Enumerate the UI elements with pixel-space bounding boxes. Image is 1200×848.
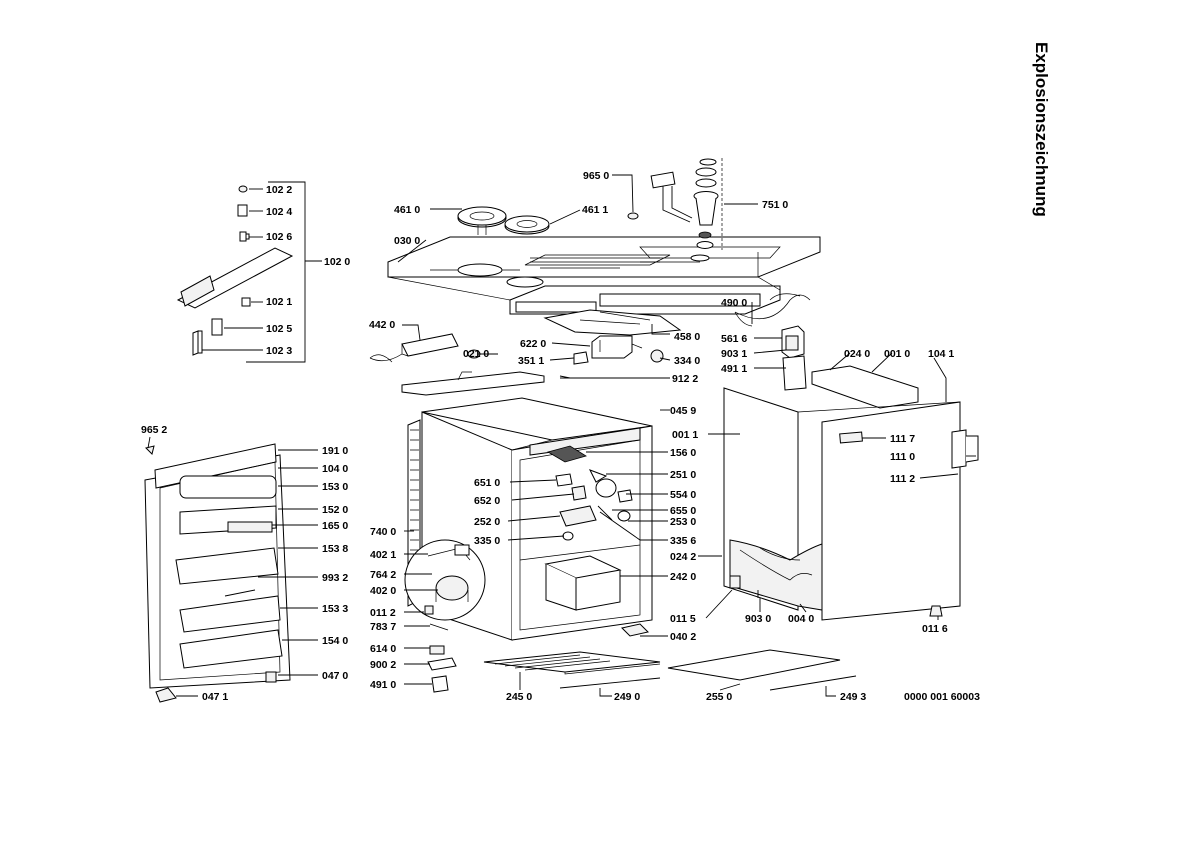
callout-label-965-0: 965 0 bbox=[583, 170, 609, 182]
callout-label-651-0: 651 0 bbox=[474, 477, 500, 489]
callout-label-491-1: 491 1 bbox=[721, 363, 747, 375]
callout-label-004-0: 004 0 bbox=[788, 613, 814, 625]
callout-label-490-0: 490 0 bbox=[721, 297, 747, 309]
callout-label-442-0: 442 0 bbox=[369, 319, 395, 331]
door-accessory-parts bbox=[176, 185, 294, 356]
callout-label-334-0: 334 0 bbox=[674, 355, 700, 367]
callout-label-102-6: 102 6 bbox=[266, 231, 292, 243]
callout-label-252-0: 252 0 bbox=[474, 516, 500, 528]
callout-label-335-6: 335 6 bbox=[670, 535, 696, 547]
callout-label-045-9: 045 9 bbox=[670, 405, 696, 417]
callout-label-153-8: 153 8 bbox=[322, 543, 348, 555]
callout-label-011-6: 011 6 bbox=[922, 623, 948, 635]
callout-label-491-0: 491 0 bbox=[370, 679, 396, 691]
callout-label-102-0: 102 0 bbox=[324, 256, 350, 268]
callout-label-554-0: 554 0 bbox=[670, 489, 696, 501]
callout-label-102-5: 102 5 bbox=[266, 323, 292, 335]
leader-lines bbox=[147, 174, 976, 697]
callout-label-156-0: 156 0 bbox=[670, 447, 696, 459]
callout-label-461-1: 461 1 bbox=[582, 204, 608, 216]
callout-label-249-3: 249 3 bbox=[840, 691, 866, 703]
callout-label-740-0: 740 0 bbox=[370, 526, 396, 538]
callout-label-152-0: 152 0 bbox=[322, 504, 348, 516]
power-cord bbox=[734, 293, 811, 359]
callout-label-102-3: 102 3 bbox=[266, 345, 292, 357]
callout-label-249-0: 249 0 bbox=[614, 691, 640, 703]
callout-label-104-1: 104 1 bbox=[928, 348, 954, 360]
drawing-number: 0000 001 60003 bbox=[904, 691, 980, 703]
callout-label-111-7: 111 7 bbox=[890, 433, 915, 445]
cabinet-housing bbox=[723, 365, 979, 621]
callout-label-965-2: 965 2 bbox=[141, 424, 167, 436]
compressor-detail bbox=[404, 539, 486, 621]
callout-label-458-0: 458 0 bbox=[674, 331, 700, 343]
callout-label-040-2: 040 2 bbox=[670, 631, 696, 643]
callout-label-047-0: 047 0 bbox=[322, 670, 348, 682]
callout-label-335-0: 335 0 bbox=[474, 535, 500, 547]
callout-label-764-2: 764 2 bbox=[370, 569, 396, 581]
small-parts-bottom bbox=[424, 605, 649, 693]
callout-label-903-0: 903 0 bbox=[745, 613, 771, 625]
interior-parts bbox=[544, 445, 633, 611]
callout-label-652-0: 652 0 bbox=[474, 495, 500, 507]
callout-label-153-0: 153 0 bbox=[322, 481, 348, 493]
callout-label-245-0: 245 0 bbox=[506, 691, 532, 703]
hotplates bbox=[457, 206, 550, 235]
thermostat bbox=[573, 335, 664, 365]
callout-label-402-0: 402 0 bbox=[370, 585, 396, 597]
callout-label-622-0: 622 0 bbox=[520, 338, 546, 350]
callout-label-655-0: 655 0 bbox=[670, 505, 696, 517]
cooktop-worktop bbox=[387, 236, 821, 315]
callout-label-255-0: 255 0 bbox=[706, 691, 732, 703]
callout-label-024-0: 024 0 bbox=[844, 348, 870, 360]
light-fixture bbox=[369, 333, 459, 363]
callout-label-561-6: 561 6 bbox=[721, 333, 747, 345]
callout-label-001-1: 001 1 bbox=[672, 429, 698, 441]
callout-label-165-0: 165 0 bbox=[322, 520, 348, 532]
callout-label-993-2: 993 2 bbox=[322, 572, 348, 584]
diagram-title: Explosionszeichnung bbox=[1032, 42, 1051, 217]
bracket-491-1 bbox=[782, 355, 807, 391]
callout-label-111-2: 111 2 bbox=[890, 473, 915, 485]
drain-assembly bbox=[650, 158, 723, 250]
callout-label-242-0: 242 0 bbox=[670, 571, 696, 583]
callout-label-903-1: 903 1 bbox=[721, 348, 747, 360]
callout-label-191-0: 191 0 bbox=[322, 445, 348, 457]
callout-label-351-1: 351 1 bbox=[518, 355, 544, 367]
callout-label-102-2: 102 2 bbox=[266, 184, 292, 196]
callout-label-253-0: 253 0 bbox=[670, 516, 696, 528]
callout-label-614-0: 614 0 bbox=[370, 643, 396, 655]
callout-label-153-3: 153 3 bbox=[322, 603, 348, 615]
callout-label-104-0: 104 0 bbox=[322, 463, 348, 475]
callout-labels: 102 2 102 4 102 6 102 0 102 1 102 5 102 3 461 0… bbox=[141, 170, 954, 703]
callout-label-912-2: 912 2 bbox=[672, 373, 698, 385]
callout-label-047-1: 047 1 bbox=[202, 691, 228, 703]
knob-icon bbox=[627, 212, 639, 220]
callout-label-102-4: 102 4 bbox=[266, 206, 292, 218]
shelves bbox=[483, 649, 857, 691]
callout-label-024-2: 024 2 bbox=[670, 551, 696, 563]
fridge-door bbox=[144, 443, 291, 703]
callout-label-251-0: 251 0 bbox=[670, 469, 696, 481]
callout-label-154-0: 154 0 bbox=[322, 635, 348, 647]
callout-label-011-5: 011 5 bbox=[670, 613, 696, 625]
callout-label-021-0: 021 0 bbox=[463, 348, 489, 360]
callout-label-001-0: 001 0 bbox=[884, 348, 910, 360]
callout-label-102-1: 102 1 bbox=[266, 296, 292, 308]
callout-label-030-0: 030 0 bbox=[394, 235, 420, 247]
callout-label-461-0: 461 0 bbox=[394, 204, 420, 216]
callout-label-402-1: 402 1 bbox=[370, 549, 396, 561]
callout-label-900-2: 900 2 bbox=[370, 659, 396, 671]
callout-label-751-0: 751 0 bbox=[762, 199, 788, 211]
callout-label-011-2: 011 2 bbox=[370, 607, 396, 619]
callout-label-783-7: 783 7 bbox=[370, 621, 396, 633]
callout-label-111-0: 111 0 bbox=[890, 451, 915, 463]
